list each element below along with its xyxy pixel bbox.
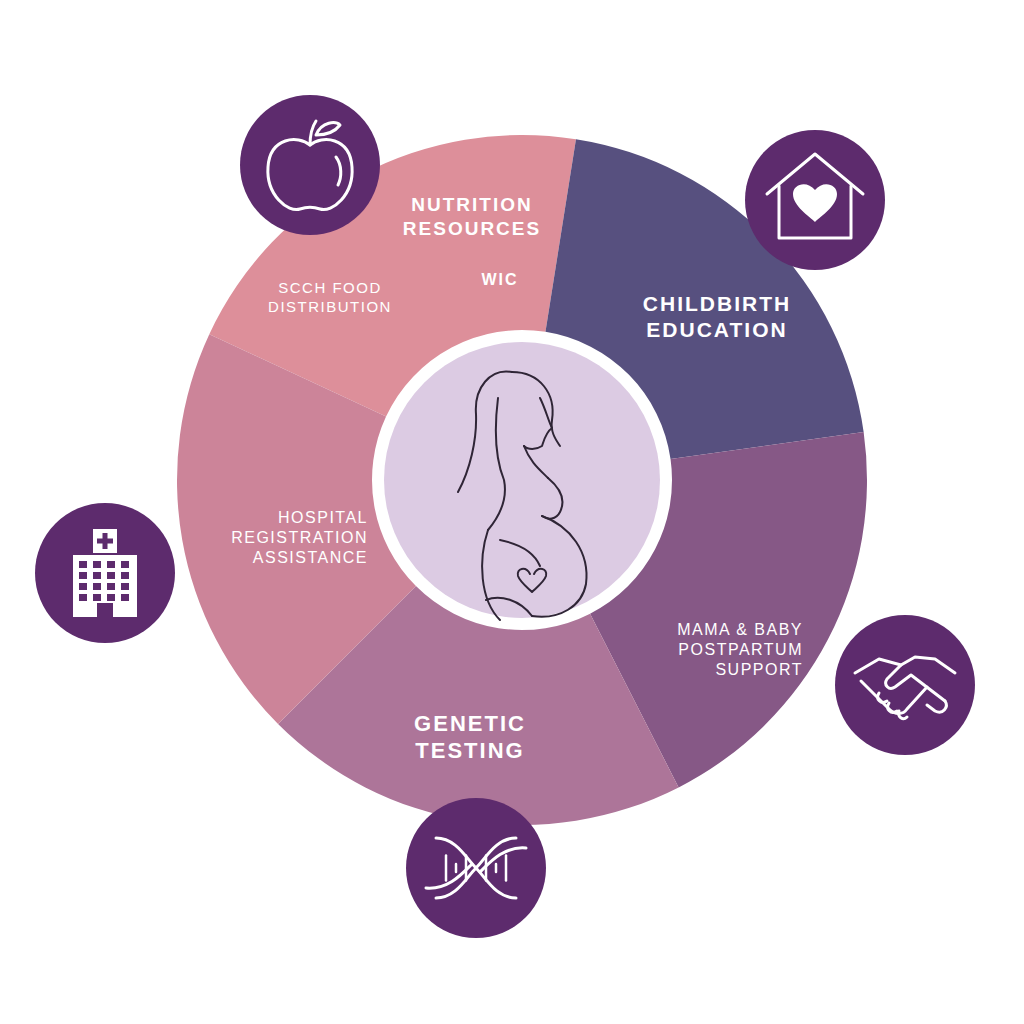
center-disc (384, 342, 660, 618)
label-anchor: NUTRITION RESOURCES (382, 193, 562, 241)
label-anchor: HOSPITAL REGISTRATION ASSISTANCE (208, 508, 368, 568)
apple-icon (240, 95, 380, 235)
icon-circle (35, 503, 175, 643)
segment-label: HOSPITAL REGISTRATION ASSISTANCE (208, 508, 368, 568)
segment-label: SCCH FOOD DISTRIBUTION (255, 279, 405, 317)
dna-icon (406, 798, 546, 938)
segment-label: CHILDBIRTH EDUCATION (617, 291, 817, 344)
segment-label: NUTRITION RESOURCES (382, 193, 562, 241)
segment-label: MAMA & BABY POSTPARTUM SUPPORT (633, 620, 803, 680)
icon-circle (745, 130, 885, 270)
segment-label: WIC (470, 270, 530, 290)
label-anchor: MAMA & BABY POSTPARTUM SUPPORT (633, 620, 803, 680)
hospital-icon (35, 503, 175, 643)
label-anchor: WIC (470, 270, 530, 290)
label-anchor: SCCH FOOD DISTRIBUTION (255, 279, 405, 317)
label-anchor: CHILDBIRTH EDUCATION (617, 291, 817, 344)
icon-circle (240, 95, 380, 235)
ring-segment: HOSPITAL REGISTRATION ASSISTANCE (175, 332, 418, 726)
label-anchor: GENETIC TESTING (380, 710, 560, 765)
house-icon (745, 130, 885, 270)
segment-label: GENETIC TESTING (380, 710, 560, 765)
segment-fill (177, 334, 416, 724)
icon-circle (835, 615, 975, 755)
pregnant-woman-drawing (458, 371, 587, 620)
icon-circle (406, 798, 546, 938)
hands-icon (835, 615, 975, 755)
